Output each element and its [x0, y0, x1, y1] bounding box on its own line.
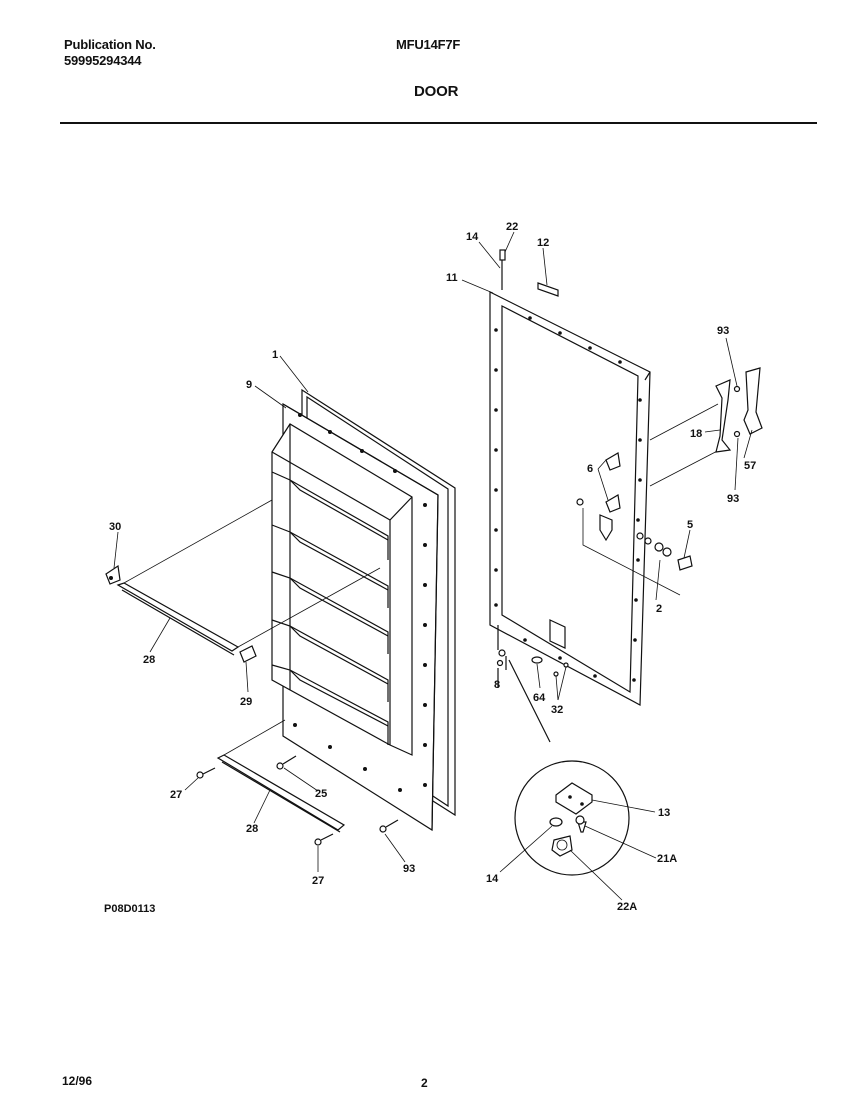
callout-22a: 22A — [617, 901, 637, 913]
section-title: DOOR — [414, 83, 459, 100]
panel-screw-holes — [494, 316, 642, 682]
callout-27-upper: 27 — [170, 789, 182, 801]
hinge-detail-circle — [508, 659, 630, 876]
shelf-bar-upper — [116, 499, 381, 656]
callout-29: 29 — [240, 696, 252, 708]
callout-28-lower: 28 — [246, 823, 258, 835]
callout-93-left: 93 — [403, 863, 415, 875]
top-hinge-pin-22 — [499, 249, 506, 290]
figure-code: P08D0113 — [104, 903, 156, 915]
callout-93-top-right: 93 — [717, 325, 729, 337]
callout-22: 22 — [506, 221, 518, 233]
callout-21a: 21A — [657, 853, 677, 865]
model-number: MFU14F7F — [396, 37, 461, 52]
callout-57: 57 — [744, 460, 756, 472]
callout-6: 6 — [587, 463, 593, 475]
handle-trim-57 — [743, 367, 763, 435]
callout-11: 11 — [446, 272, 458, 284]
callout-28-upper: 28 — [143, 654, 155, 666]
door-shelves — [271, 471, 389, 745]
screw-27-lower — [314, 833, 334, 846]
publication-number: 59995294344 — [64, 53, 142, 68]
handle-assembly-2 — [576, 498, 681, 596]
callout-8: 8 — [494, 679, 500, 691]
callout-14-top: 14 — [466, 231, 479, 243]
handle-cap-5 — [677, 555, 693, 571]
shelf-end-cap-29 — [239, 645, 257, 663]
shelf-retainer-30 — [105, 564, 121, 585]
header-rule — [60, 122, 817, 124]
callout-27-lower: 27 — [312, 875, 324, 887]
bottom-hinge-parts — [496, 625, 569, 688]
page-number: 2 — [421, 1076, 428, 1090]
footer-date: 12/96 — [62, 1074, 93, 1088]
callout-30: 30 — [109, 521, 121, 533]
publication-label: Publication No. — [64, 37, 156, 52]
screws-93-right — [733, 385, 741, 438]
screw-27-upper — [196, 767, 216, 779]
liner-screw-holes — [293, 413, 427, 792]
hinge-cover-12 — [537, 282, 559, 297]
callout-1: 1 — [272, 349, 278, 361]
callout-9: 9 — [246, 379, 252, 391]
callout-32: 32 — [551, 704, 563, 716]
leader-lines — [113, 231, 753, 901]
callout-25: 25 — [315, 788, 327, 800]
callout-5: 5 — [687, 519, 693, 531]
outer-door-panel — [489, 291, 651, 706]
inner-door-liner — [271, 402, 439, 832]
callout-14-detail: 14 — [486, 873, 499, 885]
callout-labels: 1 9 30 28 29 27 25 28 27 93 14 22 12 11 … — [109, 221, 756, 913]
screw-25 — [276, 755, 297, 770]
callout-18: 18 — [690, 428, 702, 440]
callout-12: 12 — [537, 237, 549, 249]
handle-bracket-6 — [605, 452, 621, 513]
callout-93-right: 93 — [727, 493, 739, 505]
callout-64: 64 — [533, 692, 546, 704]
callout-2: 2 — [656, 603, 662, 615]
shelf-bar-lower — [216, 719, 346, 833]
callout-13: 13 — [658, 807, 670, 819]
screw-93-left — [379, 819, 399, 833]
side-handle-18 — [649, 379, 732, 487]
